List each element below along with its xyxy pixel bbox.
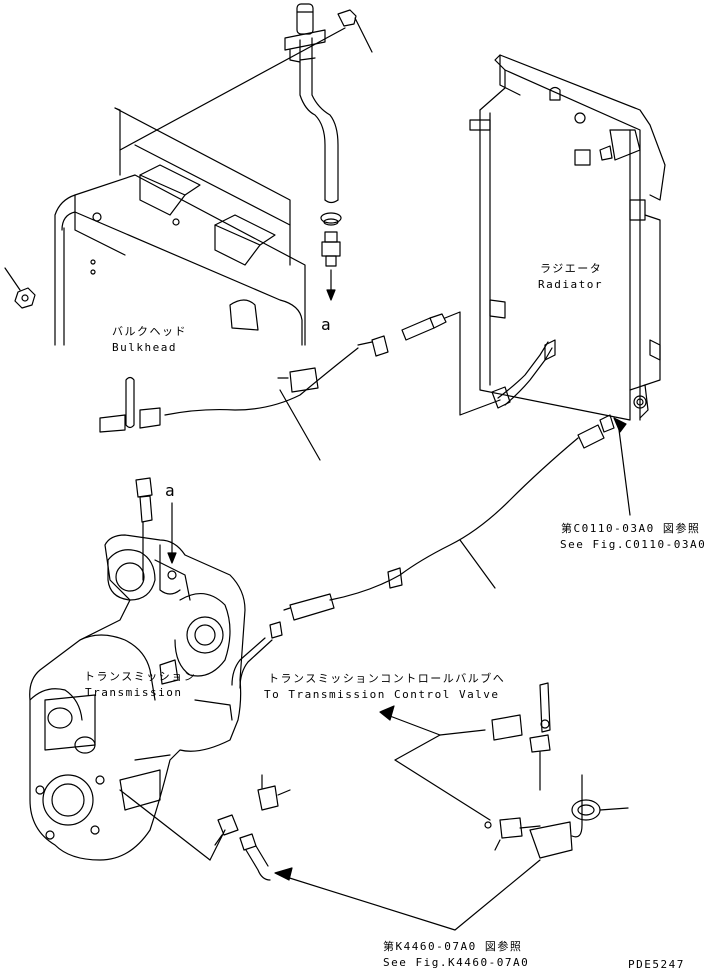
to-valve-label-jp: トランスミッションコントロールバルブへ xyxy=(268,672,506,685)
reference-2-en: See Fig.K4460-07A0 xyxy=(383,956,530,969)
radiator-label-en: Radiator xyxy=(538,278,603,291)
bulkhead-drawing xyxy=(4,107,306,346)
left-fitting-drawing xyxy=(135,477,177,581)
leader-line xyxy=(119,27,346,151)
to-valve-label-en: To Transmission Control Valve xyxy=(264,688,500,701)
transmission-drawing xyxy=(29,534,246,861)
reference-1-en: See Fig.C0110-03A0 xyxy=(560,538,707,551)
breather-pipe-drawing xyxy=(284,3,373,301)
page-code: PDE5247 xyxy=(628,958,685,971)
marker-a-left: a xyxy=(165,481,175,500)
radiator-drawing xyxy=(469,54,666,421)
reference-1-jp: 第C0110-03A0 図参照 xyxy=(561,522,701,535)
hose-drawing xyxy=(99,311,631,689)
transmission-label-jp: トランスミッション xyxy=(84,670,197,683)
transmission-label-en: Transmission xyxy=(85,686,183,699)
radiator-label-jp: ラジエータ xyxy=(540,262,603,275)
bulkhead-label-en: Bulkhead xyxy=(112,341,177,354)
small-parts-drawing xyxy=(209,682,629,931)
reference-2-jp: 第K4460-07A0 図参照 xyxy=(383,940,523,953)
bulkhead-label-jp: バルクヘッド xyxy=(112,325,187,338)
marker-a-top: a xyxy=(321,315,331,334)
